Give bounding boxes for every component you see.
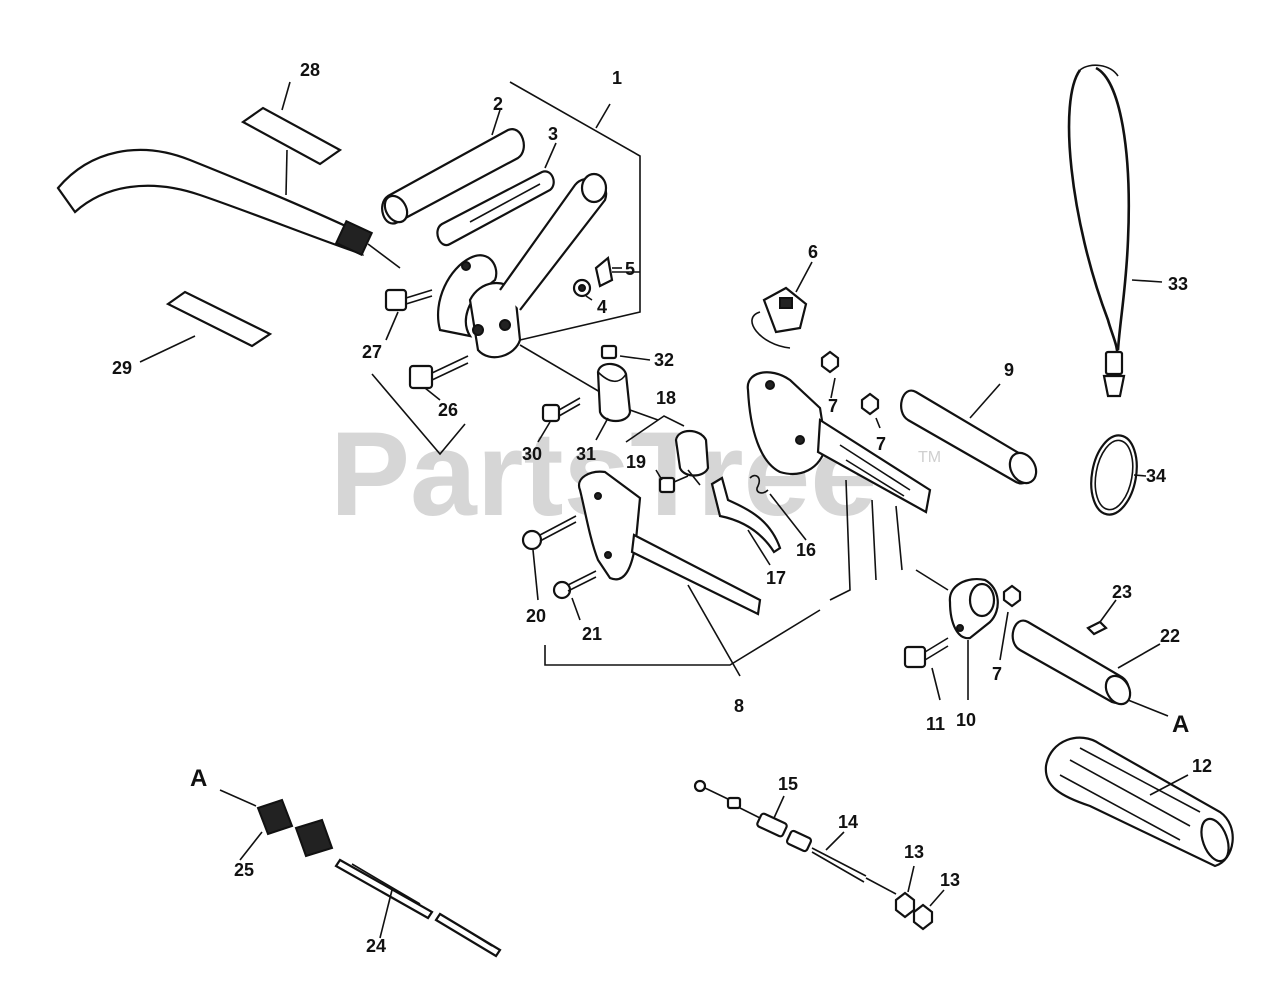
label-21: 21 (582, 624, 602, 644)
label-15: 15 (778, 774, 798, 794)
label-7b: 7 (876, 434, 886, 454)
label-5: 5 (625, 259, 635, 279)
throttle-cable-14 (693, 779, 897, 895)
decal-28 (240, 81, 343, 196)
label-4: 4 (597, 297, 607, 317)
bolt-26 (408, 355, 469, 401)
label-18: 18 (656, 388, 676, 408)
tube-22 (1011, 619, 1169, 717)
spring-16 (749, 474, 807, 541)
label-7c: 7 (992, 664, 1002, 684)
ring-34 (1090, 434, 1147, 516)
label-19: 19 (626, 452, 646, 472)
label-1: 1 (612, 68, 622, 88)
switch-6 (751, 261, 813, 349)
bolt-11 (903, 637, 949, 701)
grip-tube-9 (900, 383, 1038, 485)
label-2: 2 (493, 94, 503, 114)
coupler-25 (219, 789, 334, 861)
label-16: 16 (796, 540, 816, 560)
nut-7c (999, 584, 1022, 661)
pin-23 (1086, 599, 1117, 636)
grip-2 (381, 109, 525, 225)
label-13a: 13 (904, 842, 924, 862)
label-9: 9 (1004, 360, 1014, 380)
label-32: 32 (654, 350, 674, 370)
label-6: 6 (808, 242, 818, 262)
part-labels: 28 2 3 1 5 4 6 33 9 7 7 34 27 29 32 26 1… (112, 60, 1212, 956)
label-17: 17 (766, 568, 786, 588)
handle-bar (56, 148, 401, 269)
nut-13a (894, 865, 916, 919)
label-34: 34 (1146, 466, 1166, 486)
handle-housing (746, 371, 932, 601)
callout-a-left: A (190, 765, 207, 792)
label-29: 29 (112, 358, 132, 378)
label-25: 25 (234, 860, 254, 880)
label-24: 24 (366, 936, 386, 956)
part-32 (600, 344, 651, 361)
bolt-27 (384, 288, 433, 341)
label-31: 31 (576, 444, 596, 464)
clamp-31 (595, 362, 659, 441)
collar-10 (915, 569, 999, 700)
label-23: 23 (1112, 582, 1132, 602)
screw-30 (537, 397, 581, 443)
decal-29 (139, 290, 273, 363)
label-3: 3 (548, 124, 558, 144)
screw-21 (552, 570, 597, 621)
clip-5 (594, 255, 622, 288)
callout-a-right: A (1172, 711, 1189, 738)
loop-handle (437, 172, 608, 359)
nut-13b (912, 889, 945, 931)
label-7a: 7 (828, 396, 838, 416)
group-1-bracket (371, 81, 641, 456)
label-33: 33 (1168, 274, 1188, 294)
screw-19 (655, 469, 689, 494)
label-12: 12 (1192, 756, 1212, 776)
nut-7a (820, 350, 840, 399)
label-26: 26 (438, 400, 458, 420)
shoulder-strap-33 (1067, 64, 1163, 398)
label-22: 22 (1160, 626, 1180, 646)
label-11: 11 (926, 714, 945, 734)
label-28: 28 (300, 60, 320, 80)
clamp-18 (625, 415, 710, 486)
label-30: 30 (522, 444, 542, 464)
nut-4 (572, 278, 593, 301)
label-8: 8 (734, 696, 744, 716)
label-10: 10 (956, 710, 976, 730)
throttle-housing-8 (544, 470, 821, 677)
label-27: 27 (362, 342, 382, 362)
watermark-tm: TM (918, 449, 941, 466)
label-20: 20 (526, 606, 546, 626)
label-13b: 13 (940, 870, 960, 890)
grip-12 (1044, 736, 1234, 868)
drive-shaft-24 (334, 858, 502, 958)
grip-3 (436, 142, 557, 247)
nut-7b (860, 392, 881, 429)
screw-20 (521, 515, 577, 601)
trigger-17 (710, 476, 782, 566)
label-14: 14 (838, 812, 858, 832)
